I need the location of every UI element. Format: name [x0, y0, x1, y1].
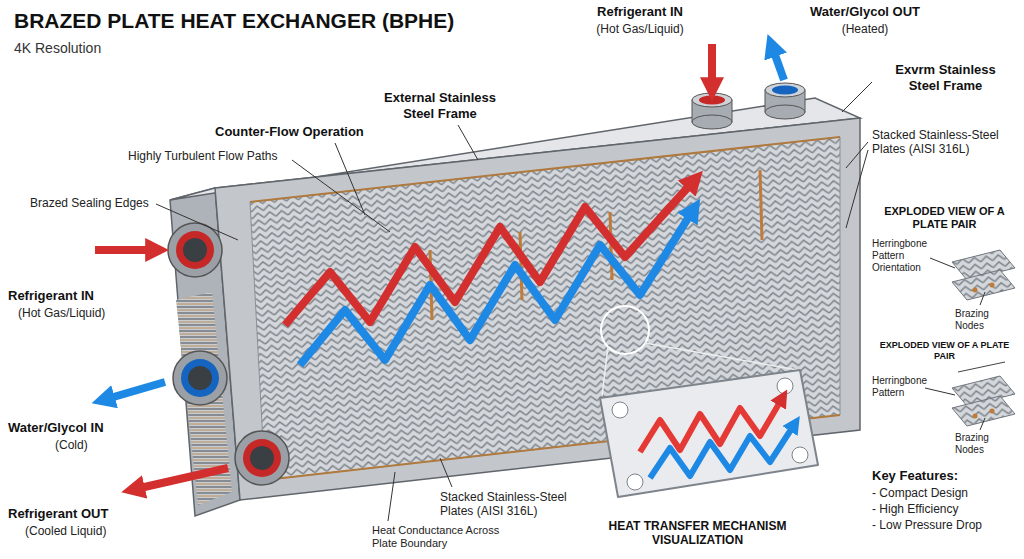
inset-heading: EXPLODED VIEW OF A PLATE PAIR: [872, 340, 1017, 362]
inset-plate: [650, 428, 792, 478]
exploded-plate-pair: [973, 414, 978, 419]
feature-item: - Compact Design: [872, 486, 1017, 500]
leader-line: [292, 160, 390, 232]
flow-arrow: [285, 185, 690, 325]
port-fitting: [176, 231, 214, 269]
feature-heading: Key Features:: [872, 468, 1017, 484]
feature-item: - High Efficiency: [872, 502, 1017, 516]
magnifier: [645, 343, 798, 370]
callout-label: Herringbone Pattern: [872, 375, 950, 399]
magnifier: [602, 347, 608, 396]
port-fitting: [692, 93, 732, 107]
exchanger-body: [250, 137, 840, 202]
callout-label: Brazing Nodes: [955, 308, 1017, 332]
callout-label: Counter-Flow Operation: [215, 124, 415, 140]
port-flow-arrow: [140, 468, 228, 488]
port-label: Water/Glycol IN: [8, 420, 158, 436]
port-sublabel: (Heated): [800, 22, 930, 36]
callout-label: Stacked Stainless-Steel Plates (AISI 316…: [872, 128, 1017, 157]
port-fitting: [772, 86, 798, 95]
inset-heading: EXPLODED VIEW OF A PLATE PAIR: [872, 205, 1017, 231]
port-fitting: [765, 105, 805, 119]
port-flow-arrow: [708, 44, 716, 82]
leader-line: [458, 125, 478, 160]
port-fitting: [250, 446, 274, 470]
port-fitting: [168, 223, 222, 277]
leader-line: [156, 204, 238, 240]
exploded-plate-pair: [958, 362, 1005, 372]
port-fitting: [699, 96, 725, 105]
port-sublabel: (Cooled Liquid): [25, 524, 175, 538]
leader-line: [925, 388, 955, 395]
port-fitting: [173, 351, 227, 405]
diagram-title: BRAZED PLATE HEAT EXCHANGER (BPHE): [14, 8, 654, 33]
leader-line: [335, 143, 365, 215]
inset-plate: [792, 447, 808, 463]
port-fitting: [243, 439, 281, 477]
inset-plate: [627, 474, 643, 490]
subtitle: 4K Resolution: [14, 40, 214, 57]
callout-label: Brazing Nodes: [955, 432, 1017, 456]
port-label: Refrigerant IN: [8, 288, 158, 304]
exploded-plate-pair: [952, 250, 1015, 426]
port-label: Refrigerant OUT: [8, 506, 158, 522]
leader-line: [930, 258, 955, 268]
leader-line: [980, 418, 985, 430]
callout-label: Herringbone Pattern Orientation: [872, 238, 950, 274]
leader-line: [156, 82, 985, 521]
port-sublabel: (Cold): [55, 438, 155, 452]
port-flow-arrow: [774, 52, 784, 80]
leader-line: [980, 292, 985, 305]
callout-label: Brazed Sealing Edges: [30, 196, 165, 210]
leader-line: [846, 142, 868, 168]
flow-arrow: [285, 185, 690, 365]
port-sublabel: (Hot Gas/Liquid): [18, 306, 168, 320]
exploded-plate-pair: [973, 288, 978, 293]
inset-plate: [600, 370, 818, 497]
port-flow-arrow: [95, 246, 150, 254]
inset-plate: [777, 378, 793, 394]
brazing-node: [760, 170, 762, 240]
port-fitting: [168, 83, 805, 485]
callout-label: Stacked Stainless-Steel Plates (AISI 316…: [440, 490, 590, 519]
port-fitting: [692, 115, 732, 129]
port-fitting: [235, 431, 289, 485]
port-fitting: [181, 359, 219, 397]
exploded-plate-pair: [990, 283, 995, 288]
callout-label: Heat Conductance Across Plate Boundary: [372, 524, 522, 550]
inset-heading: HEAT TRANSFER MECHANISM VISUALIZATION: [590, 519, 805, 548]
magnifier: [601, 306, 649, 354]
port-fitting: [183, 238, 207, 262]
leader-line: [846, 150, 868, 228]
inset-plate: [600, 370, 818, 497]
exploded-plate-pair: [990, 409, 995, 414]
leader-line: [388, 472, 395, 521]
port-label: Water/Glycol OUT: [800, 4, 930, 20]
callout-label: External Stainless Steel Frame: [370, 90, 510, 121]
port-label: Refrigerant IN: [575, 4, 705, 20]
port-sublabel: (Hot Gas/Liquid): [575, 22, 705, 36]
feature-item: - Low Pressure Drop: [872, 518, 1017, 532]
port-fitting: [188, 366, 212, 390]
inset-plate: [612, 402, 628, 418]
exchanger-body: [215, 118, 860, 500]
leader-line: [842, 82, 872, 112]
callout-label: Highly Turbulent Flow Paths: [128, 149, 328, 163]
exchanger-body: [250, 137, 840, 480]
callout-label: Exvrm Stainless Steel Frame: [878, 62, 1013, 93]
port-flow-arrow: [110, 382, 165, 398]
port-fitting: [765, 83, 805, 97]
leader-line: [440, 458, 452, 487]
